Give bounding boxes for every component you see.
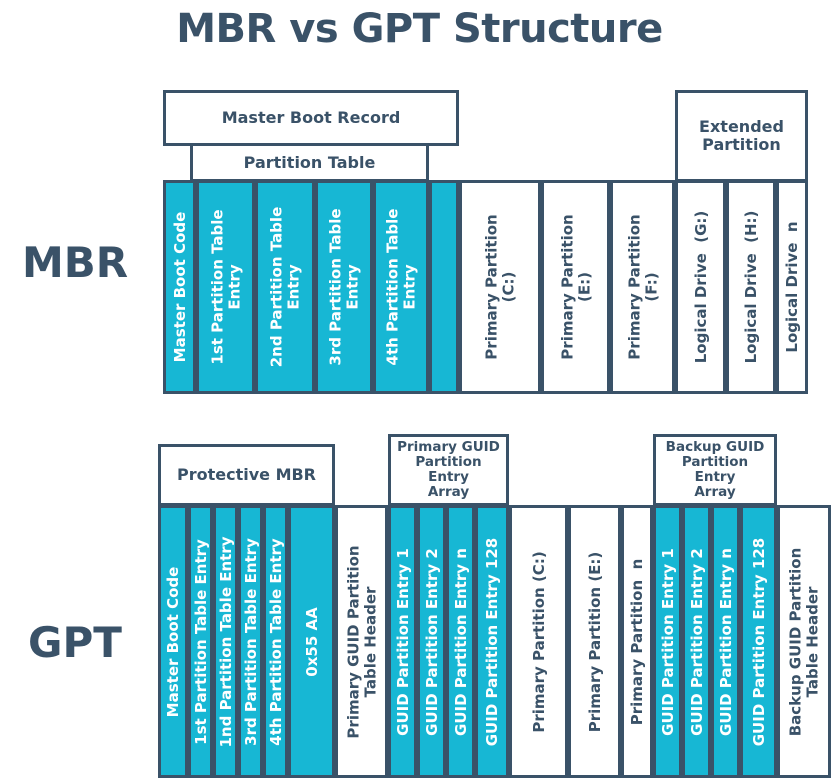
cell-gpt-partition-table-entry-4: 4th Partition Table Entry [263, 505, 288, 778]
cell-gpt-master-boot-code: Master Boot Code [158, 505, 188, 778]
cell-label: Primary Partition (C:) [482, 214, 518, 360]
cell-primary-guid-partition-entry-2: GUID Partition Entry 2 [417, 505, 446, 778]
cell-logical-drive-g: Logical Drive (G:) [675, 180, 726, 394]
cell-primary-guid-partition-table-header: Primary GUID Partition Table Header [335, 505, 388, 778]
header-label: Master Boot Record [221, 108, 401, 128]
cell-primary-guid-partition-entry-1: GUID Partition Entry 1 [388, 505, 417, 778]
cell-master-boot-code: Master Boot Code [163, 180, 196, 394]
row-label-mbr: MBR [22, 238, 129, 287]
cell-gpt-partition-table-entry-3: 3rd Partition Table Entry [238, 505, 263, 778]
cell-backup-guid-partition-entry-n: GUID Partition Entry n [711, 505, 740, 778]
cell-label: Backup GUID Partition Table Header [786, 547, 822, 736]
cell-label: Primary Partition (E:) [558, 214, 593, 360]
cell-label: Primary Partition (C:) [529, 550, 548, 733]
cell-mbr-reserved [429, 180, 459, 394]
cell-label: GUID Partition Entry 128 [749, 537, 768, 746]
cell-primary-guid-partition-entry-n: GUID Partition Entry n [446, 505, 475, 778]
cell-primary-partition-c: Primary Partition (C:) [459, 180, 541, 394]
cell-primary-guid-partition-entry-128: GUID Partition Entry 128 [475, 505, 509, 778]
cell-label: 3rd Partition Table Entry [241, 537, 260, 746]
header-extended-partition: Extended Partition [675, 90, 808, 182]
header-backup-guid-partition-entry-array: Backup GUID Partition Entry Array [653, 434, 777, 506]
cell-backup-guid-partition-entry-128: GUID Partition Entry 128 [740, 505, 777, 778]
cell-label: 1st Partition Table Entry [191, 538, 210, 745]
header-master-boot-record: Master Boot Record [163, 90, 459, 146]
cell-partition-table-entry-2: 2nd Partition Table Entry [255, 180, 315, 394]
cell-logical-drive-n: Logical Drive n [776, 180, 808, 394]
cell-logical-drive-h: Logical Drive (H:) [726, 180, 776, 394]
header-label: Protective MBR [176, 465, 316, 485]
cell-backup-guid-partition-table-header: Backup GUID Partition Table Header [777, 505, 831, 778]
header-primary-guid-partition-entry-array: Primary GUID Partition Entry Array [388, 434, 509, 506]
cell-label: GUID Partition Entry n [451, 547, 470, 736]
cell-label: GUID Partition Entry 2 [422, 547, 441, 736]
cell-label: 4th Partition Table Entry [266, 537, 285, 746]
cell-label: 1nd Partition Table Entry [216, 536, 235, 747]
cell-partition-table-entry-1: 1st Partition Table Entry [196, 180, 255, 394]
cell-label: Primary Partition (E:) [585, 551, 604, 732]
header-label: Extended Partition [699, 117, 784, 154]
cell-label: GUID Partition Entry n [716, 547, 735, 736]
cell-gpt-partition-table-entry-1: 1st Partition Table Entry [188, 505, 213, 778]
cell-backup-guid-partition-entry-1: GUID Partition Entry 1 [653, 505, 682, 778]
header-protective-mbr: Protective MBR [158, 444, 335, 506]
row-label-gpt: GPT [28, 618, 122, 667]
cell-label: GUID Partition Entry 1 [658, 547, 677, 736]
cell-label: Master Boot Code [163, 566, 182, 717]
header-label: Primary GUID Partition Entry Array [397, 438, 500, 501]
cell-label: Logical Drive (G:) [691, 210, 710, 364]
cell-label: 3rd Partition Table Entry [326, 208, 362, 366]
cell-label: Primary Partition (F:) [625, 214, 660, 360]
cell-label: 4th Partition Table Entry [383, 208, 419, 366]
header-partition-table: Partition Table [190, 143, 429, 182]
cell-gpt-primary-partition-n: Primary Partition n [621, 505, 653, 778]
cell-label: Primary Partition n [627, 558, 646, 725]
header-label: Partition Table [243, 152, 376, 172]
cell-label: Primary GUID Partition Table Header [344, 544, 379, 739]
cell-label: Master Boot Code [170, 211, 189, 363]
cell-label: GUID Partition Entry 1 [393, 547, 412, 736]
cell-label: Logical Drive (H:) [741, 210, 760, 364]
cell-primary-partition-f: Primary Partition (F:) [610, 180, 675, 394]
cell-gpt-partition-table-entry-2: 1nd Partition Table Entry [213, 505, 238, 778]
cell-label: 2nd Partition Table Entry [267, 206, 303, 368]
cell-partition-table-entry-4: 4th Partition Table Entry [373, 180, 429, 394]
cell-gpt-primary-partition-c: Primary Partition (C:) [509, 505, 568, 778]
cell-label: GUID Partition Entry 2 [687, 547, 706, 736]
cell-partition-table-entry-3: 3rd Partition Table Entry [315, 180, 373, 394]
cell-label: Logical Drive n [782, 221, 801, 353]
header-label: Backup GUID Partition Entry Array [665, 438, 765, 501]
page-title: MBR vs GPT Structure [176, 6, 663, 52]
cell-label: 1st Partition Table Entry [208, 209, 243, 365]
cell-primary-partition-e: Primary Partition (E:) [541, 180, 610, 394]
cell-gpt-signature-0x55aa: 0x55 AA [288, 505, 335, 778]
cell-gpt-primary-partition-e: Primary Partition (E:) [568, 505, 621, 778]
cell-label: GUID Partition Entry 128 [482, 537, 501, 746]
cell-backup-guid-partition-entry-2: GUID Partition Entry 2 [682, 505, 711, 778]
cell-label: 0x55 AA [302, 606, 321, 677]
